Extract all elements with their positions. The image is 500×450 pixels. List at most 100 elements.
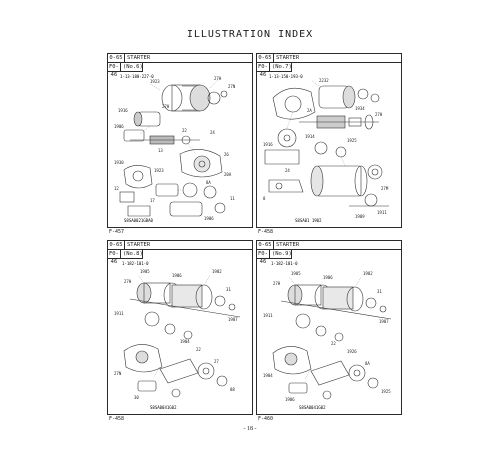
diagram-number: (No.6) [122, 64, 143, 70]
part-callout: 31 [377, 289, 382, 294]
part-callout: 8 [263, 196, 266, 201]
starter-exploded-diagram: 1-182-101-0 [114, 261, 241, 410]
part-callout: 1906 [172, 273, 182, 278]
model-note: 1-13-180-227-0 [120, 74, 154, 79]
panel-subheader: F0-46 (No.6) [108, 63, 143, 78]
part-callout: 88 [230, 387, 235, 392]
page-code: F0-46 [109, 63, 121, 78]
model-note: 1-182-101-0 [271, 261, 298, 266]
part-callout: 1911 [114, 311, 124, 316]
part-code: S8SA0041G02 [299, 405, 326, 410]
section-name: STARTER [276, 242, 300, 248]
diagram-number: (No.9) [271, 251, 292, 257]
part-callout: 1911 [377, 210, 387, 215]
part-callout: 17 [150, 198, 155, 203]
part-callout: 12 [114, 186, 119, 191]
part-callout: 22 [182, 128, 187, 133]
part-callout: 1906 [285, 397, 295, 402]
part-callout: 1909 [355, 214, 365, 219]
illustration-panel-starter-no6[interactable]: 0-65 STARTER F0-46 (No.6) 1-13-180-227-0 [107, 53, 253, 228]
part-callout: 1911 [263, 313, 273, 318]
part-callout: 1905 [291, 271, 301, 276]
panel-header: 0-65 STARTER [257, 54, 401, 63]
part-callout: 27N [228, 84, 236, 89]
panel-subheader: F0-46 (No.9) [257, 250, 292, 265]
part-callout: 1923 [154, 168, 164, 173]
part-callout: 26 [224, 152, 229, 157]
part-callout: 8A [365, 361, 370, 366]
part-callout: 1902 [363, 271, 373, 276]
panel-header: 0-65 STARTER [108, 54, 252, 63]
diagram-number: (No.8) [122, 251, 143, 257]
part-callout: 27 [214, 359, 219, 364]
part-callout: 1934 [355, 106, 365, 111]
part-callout: 1926 [347, 349, 357, 354]
figure-number: F-458 [258, 229, 274, 235]
starter-exploded-diagram: 1-182-101-0 190 [263, 261, 391, 410]
part-callout: 1907 [379, 319, 389, 324]
panel-subheader: F0-46 (No.7) [257, 63, 292, 78]
part-callout: 30 [134, 395, 139, 400]
page-number: - 18 - [243, 426, 257, 432]
part-callout: 2232 [319, 78, 329, 83]
part-code: S8SA0021GBA0 [124, 218, 153, 223]
part-callout: 22 [331, 341, 336, 346]
part-code: S8SA0041G02 [150, 405, 177, 410]
section-code: 0-65 [108, 241, 125, 249]
part-callout: 1925 [381, 389, 391, 394]
part-callout: 27H [214, 76, 222, 81]
figure-number: F-460 [258, 416, 274, 422]
starter-exploded-diagram: 1-13-150-193-0 [263, 74, 389, 223]
page-code: F0-46 [258, 250, 270, 265]
diagram-number: (No.7) [271, 64, 292, 70]
part-callout: 24 [285, 168, 290, 173]
panel-subheader: F0-46 (No.8) [108, 250, 143, 265]
part-callout: 1914 [305, 134, 315, 139]
part-callout: 1906 [204, 216, 214, 221]
part-callout: 1904 [180, 339, 190, 344]
page-code: F0-46 [109, 250, 121, 265]
part-callout: 24 [210, 130, 215, 135]
panel-header: 0-65 STARTER [257, 241, 401, 250]
section-name: STARTER [127, 55, 151, 61]
part-callout: 27H [375, 112, 383, 117]
part-callout: 1906 [114, 124, 124, 129]
section-code: 0-65 [108, 54, 125, 62]
model-note: 1-182-101-0 [122, 261, 149, 266]
illustration-panel-starter-no9[interactable]: 0-65 STARTER F0-46 (No.9) 1-182-101-0 [256, 240, 402, 415]
part-callout: 27H [162, 104, 170, 109]
page-code: F0-46 [258, 63, 270, 78]
part-callout: 1916 [118, 108, 128, 113]
part-callout: 1925 [347, 138, 357, 143]
section-name: STARTER [276, 55, 300, 61]
section-name: STARTER [127, 242, 151, 248]
part-callout: 27M [381, 186, 389, 191]
part-callout: 1905 [140, 269, 150, 274]
part-callout: 1902 [212, 269, 222, 274]
part-callout: 22 [196, 347, 201, 352]
illustration-panel-starter-no7[interactable]: 0-65 STARTER F0-46 (No.7) 1-13-150-193-0 [256, 53, 402, 228]
part-code: S8SA01 1902 [295, 218, 322, 223]
section-code: 0-65 [257, 241, 274, 249]
part-callout: 20A [224, 172, 232, 177]
section-code: 0-65 [257, 54, 274, 62]
part-callout: 27N [114, 371, 122, 376]
part-callout: 1907 [228, 317, 238, 322]
part-callout: 2A [307, 108, 312, 113]
part-callout: 11 [230, 196, 235, 201]
page-title: ILLUSTRATION INDEX [186, 29, 314, 40]
part-callout: 13 [158, 148, 163, 153]
part-callout: 1930 [114, 160, 124, 165]
part-callout: 31 [226, 287, 231, 292]
model-note: 1-13-150-193-0 [269, 74, 303, 79]
illustration-panel-starter-no8[interactable]: 0-65 STARTER F0-46 (No.8) 1-182-101-0 [107, 240, 253, 415]
figure-number: F-457 [109, 229, 125, 235]
part-callout: 1904 [263, 373, 273, 378]
part-callout: 27H [273, 281, 281, 286]
part-callout: 1923 [150, 79, 160, 84]
part-callout: 1916 [263, 142, 273, 147]
panel-header: 0-65 STARTER [108, 241, 252, 250]
part-callout: 8A [206, 180, 211, 185]
starter-exploded-diagram: 1-13-180-227-0 [114, 74, 236, 223]
figure-number: F-458 [109, 416, 125, 422]
